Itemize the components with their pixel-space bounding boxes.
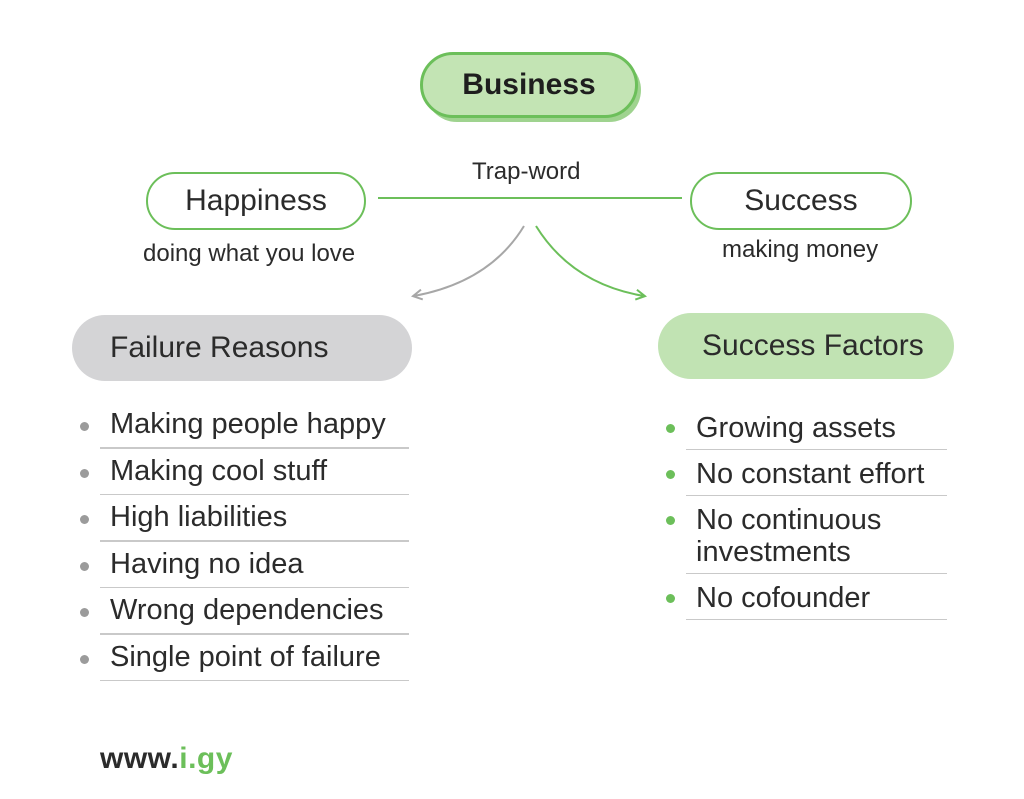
list-item-text: No constant effort xyxy=(696,458,925,490)
failure-reasons-title: Failure Reasons xyxy=(110,331,329,364)
bullet-dot-icon xyxy=(80,608,89,617)
happiness-node: Happiness xyxy=(146,172,366,230)
happiness-node-label: Happiness xyxy=(185,184,327,217)
list-item-text: Making cool stuff xyxy=(110,454,328,487)
list-item: Having no idea xyxy=(78,542,409,588)
brand-suffix: i.gy xyxy=(179,742,233,775)
divider xyxy=(100,540,409,542)
list-item: Wrong dependencies xyxy=(78,588,409,635)
divider xyxy=(100,493,409,495)
success-subtitle: making money xyxy=(722,236,879,263)
business-node: Business xyxy=(420,52,638,118)
failure-reasons-header: Failure Reasons xyxy=(72,315,412,381)
list-item-text: Single point of failure xyxy=(110,640,381,673)
list-item: Growing assets xyxy=(664,404,947,450)
bullet-dot-icon xyxy=(666,594,675,603)
success-factors-list: Growing assets No constant effort No con… xyxy=(664,404,947,620)
list-item: No cofounder xyxy=(664,574,947,620)
success-factors-header: Success Factors xyxy=(658,313,954,379)
list-item-text: No continuous investments xyxy=(696,504,882,568)
bullet-dot-icon xyxy=(80,561,89,571)
divider xyxy=(100,633,409,635)
list-item: Making people happy xyxy=(78,402,409,449)
bullet-dot-icon xyxy=(80,422,89,431)
divider xyxy=(100,586,409,588)
success-node-label: Success xyxy=(744,184,858,217)
divider xyxy=(686,448,947,450)
trap-word-label: Trap-word xyxy=(472,158,581,185)
list-item: No constant effort xyxy=(664,450,947,496)
divider xyxy=(100,447,409,449)
bullet-dot-icon xyxy=(666,516,675,525)
divider xyxy=(686,494,947,496)
bullet-dot-icon xyxy=(666,470,675,479)
brand-prefix: www. xyxy=(100,742,180,775)
list-item: No continuous investments xyxy=(664,496,947,574)
list-item: High liabilities xyxy=(78,495,409,542)
divider xyxy=(100,679,409,681)
arrow-to-failure-reasons xyxy=(414,225,525,296)
bullet-dot-icon xyxy=(666,424,675,433)
list-item-text: No cofounder xyxy=(696,582,871,614)
list-item-text: Making people happy xyxy=(110,408,386,440)
list-item-text: High liabilities xyxy=(110,501,288,533)
list-item: Single point of failure xyxy=(78,635,409,681)
brand-url: www.i.gy xyxy=(100,742,233,776)
success-factors-title: Success Factors xyxy=(702,329,924,362)
failure-reasons-list: Making people happy Making cool stuff Hi… xyxy=(78,402,409,681)
bullet-dot-icon xyxy=(80,654,89,664)
business-node-label: Business xyxy=(462,68,596,101)
success-node: Success xyxy=(690,172,912,230)
arrow-to-success-factors xyxy=(535,225,644,296)
bullet-dot-icon xyxy=(80,468,89,478)
divider xyxy=(686,572,947,574)
bullet-dot-icon xyxy=(80,515,89,524)
happiness-subtitle: doing what you love xyxy=(143,240,356,267)
list-item-text: Having no idea xyxy=(110,547,304,580)
list-item-text: Wrong dependencies xyxy=(110,594,384,626)
divider xyxy=(686,618,947,620)
list-item-text: Growing assets xyxy=(696,412,896,444)
list-item: Making cool stuff xyxy=(78,449,409,495)
